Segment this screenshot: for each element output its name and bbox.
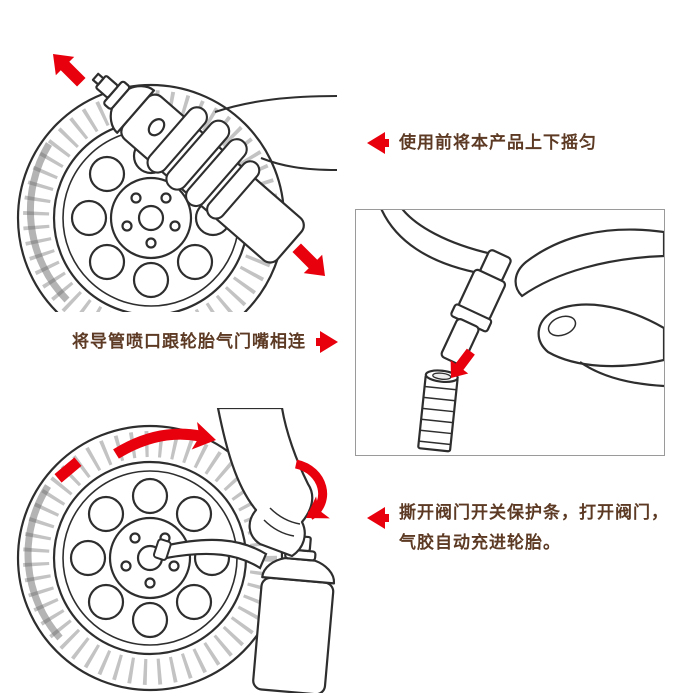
hose-tube [380, 210, 494, 276]
hose-tube [162, 538, 268, 570]
nozzle-connector [440, 249, 512, 366]
step-1-text: 使用前将本产品上下摇匀 [399, 133, 597, 152]
hand [146, 94, 337, 220]
shake-arrow-up-left-icon [53, 54, 86, 87]
connect-arrow-icon [450, 348, 475, 378]
palm-line [579, 361, 664, 388]
step-2-text: 将导管喷口跟轮胎气门嘴相连 [72, 332, 306, 351]
red-arrow-right-icon [316, 331, 338, 353]
step-3-text: 撕开阀门开关保护条，打开阀门， 气胶自动充进轮胎。 [399, 498, 669, 558]
step-2-caption: 将导管喷口跟轮胎气门嘴相连 [72, 329, 339, 355]
shake-arrow-down-right-icon [292, 243, 325, 276]
tire-valve [417, 369, 459, 453]
hub-valve [152, 538, 172, 561]
step-3-caption: 撕开阀门开关保护条，打开阀门， 气胶自动充进轮胎。 [366, 498, 669, 558]
press-arrow-icon [294, 459, 330, 520]
step-1-caption: 使用前将本产品上下摇匀 [366, 130, 597, 156]
step-3-text-line2: 气胶自动充进轮胎。 [399, 533, 561, 552]
thumb-nail [547, 315, 577, 337]
step-3-text-line1: 撕开阀门开关保护条，打开阀门， [399, 503, 669, 522]
index-finger [514, 228, 664, 298]
aerosol-can [252, 534, 336, 693]
rotation-arrow-icon [54, 422, 216, 483]
connect-valve-drawing [380, 210, 664, 453]
red-arrow-left-icon [367, 507, 389, 529]
illustration-inflate-tire [12, 408, 347, 693]
shake-can-drawing [16, 54, 337, 312]
illustration-shake-can [15, 12, 337, 312]
inflate-tire-drawing [16, 408, 336, 693]
illustration-connect-valve [355, 209, 665, 456]
red-arrow-left-icon [367, 132, 389, 154]
